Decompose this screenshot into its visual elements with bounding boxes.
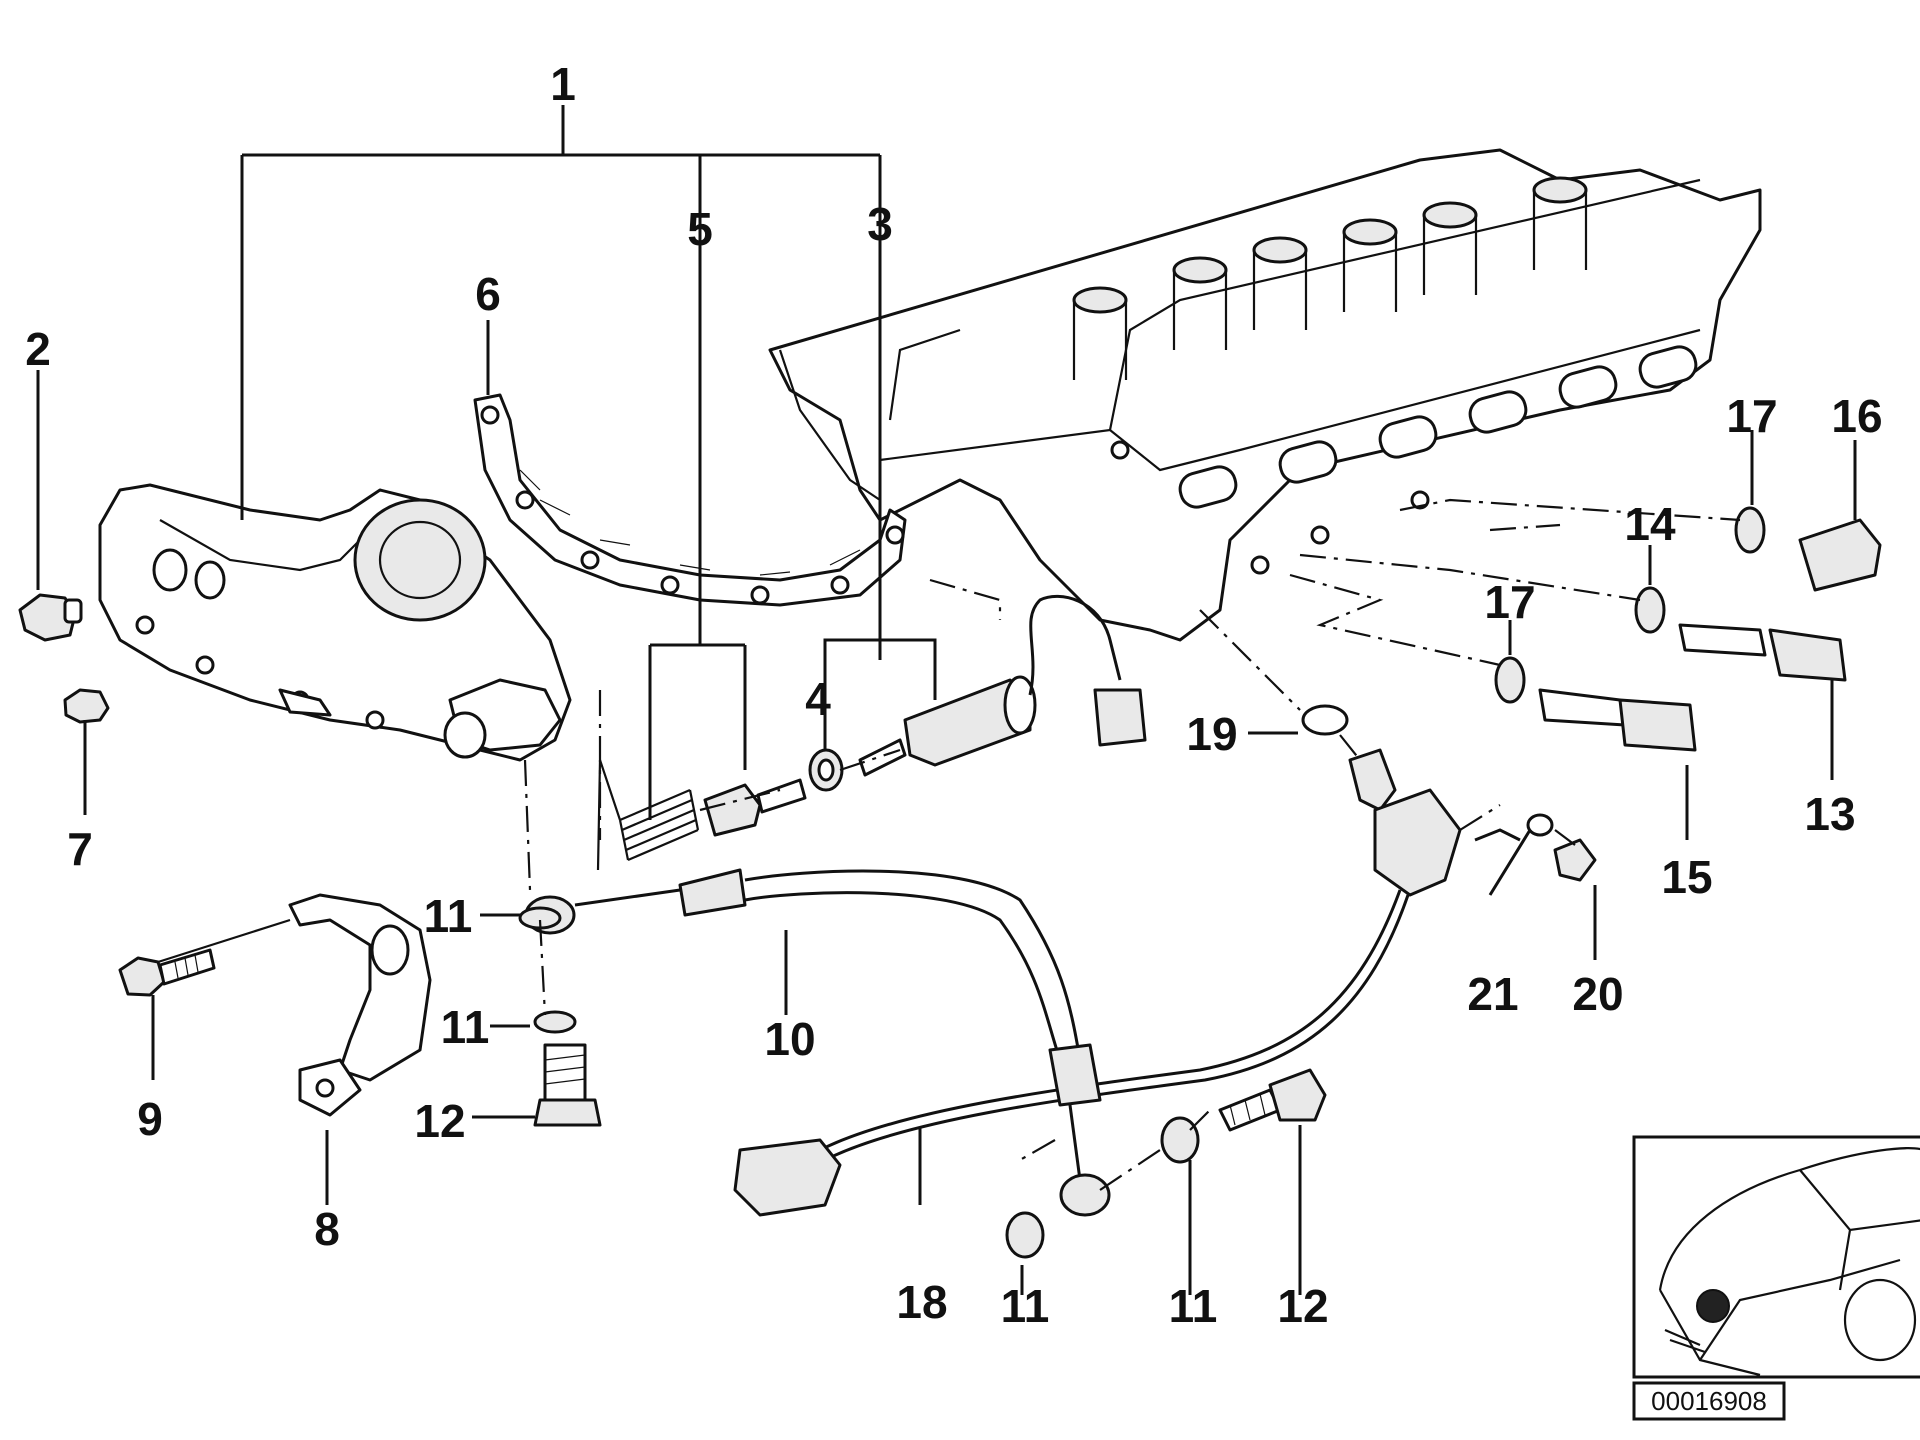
bolt-9 [118, 948, 216, 997]
fitting-16 [1798, 518, 1882, 592]
callout-16: 16 [1831, 390, 1882, 442]
sensor-13 [1678, 623, 1847, 682]
callout-13: 13 [1804, 788, 1855, 840]
callout-20: 20 [1572, 968, 1623, 1020]
piston-5 [703, 778, 807, 837]
washer-17a [1734, 506, 1766, 554]
location-marker-icon [1696, 1289, 1730, 1323]
banjo-bolt-12b [1218, 1068, 1327, 1132]
solenoid-3 [858, 594, 1147, 777]
washer-14 [1634, 586, 1666, 634]
plug-7 [63, 688, 110, 724]
plug-2 [18, 593, 83, 642]
cam-towers [1072, 176, 1588, 380]
bracket-8 [288, 893, 432, 1117]
sensor-15 [1538, 688, 1697, 752]
callout-5: 5 [687, 203, 713, 255]
banjo-washers [518, 906, 1200, 1259]
callout-9: 9 [137, 1093, 163, 1145]
callout-7: 7 [67, 823, 93, 875]
plug-20 [1553, 838, 1597, 882]
gasket [473, 393, 907, 607]
banjo-bolt-12a [533, 1043, 602, 1127]
callout-11-c: 11 [1001, 1280, 1050, 1332]
callout-8: 8 [314, 1203, 340, 1255]
callout-10: 10 [764, 1013, 815, 1065]
washer-4 [808, 748, 844, 792]
callout-17-a: 17 [1726, 390, 1777, 442]
washer-21 [1526, 813, 1554, 837]
callout-1: 1 [550, 58, 576, 110]
callout-2: 2 [25, 323, 51, 375]
spring [618, 788, 700, 862]
callout-21: 21 [1467, 968, 1518, 1020]
callout-6: 6 [475, 268, 501, 320]
callout-19: 19 [1186, 708, 1237, 760]
exhaust-ports [1178, 345, 1698, 509]
callout-15: 15 [1661, 851, 1712, 903]
callout-12-a: 12 [414, 1095, 465, 1147]
callout-17-b: 17 [1484, 576, 1535, 628]
callout-11-d: 11 [1169, 1280, 1218, 1332]
diagram-reference-number: 00016908 [1651, 1386, 1767, 1416]
oil-line-10 [524, 868, 1111, 1217]
callout-18: 18 [896, 1276, 947, 1328]
vanos-housing [98, 483, 572, 762]
callout-14: 14 [1624, 498, 1676, 550]
leader-lines [36, 105, 1857, 1295]
callout-labels: 1 2 3 4 5 6 7 8 9 10 11 11 11 11 12 12 1… [25, 58, 1882, 1332]
callout-11-a: 11 [424, 890, 473, 942]
callout-4: 4 [805, 673, 831, 725]
vehicle-locator-inset: 00016908 [1632, 1135, 1920, 1421]
callout-11-b: 11 [441, 1001, 490, 1053]
callout-12-b: 12 [1277, 1280, 1328, 1332]
cylinder-head [768, 148, 1762, 642]
callout-3: 3 [867, 198, 893, 250]
gasket-19 [1301, 704, 1349, 736]
washer-17b [1494, 656, 1526, 704]
crank-sensor [733, 748, 1462, 1217]
